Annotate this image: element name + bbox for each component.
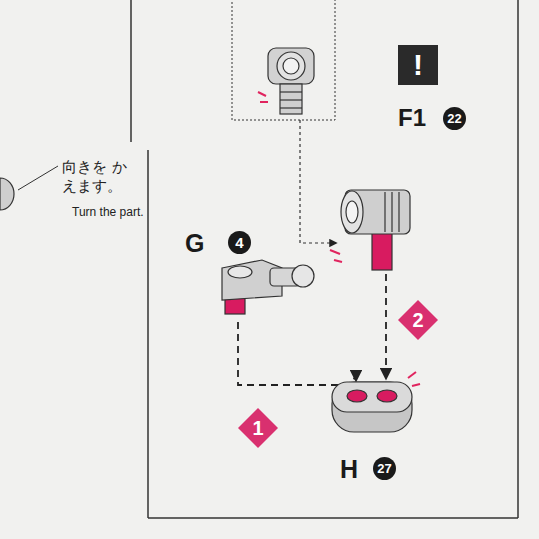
part-name: G bbox=[185, 229, 204, 258]
callout-number: 4 bbox=[228, 231, 251, 254]
part-h bbox=[332, 382, 412, 432]
frame bbox=[131, 0, 518, 518]
callout-text: 1 bbox=[252, 418, 263, 438]
callout-number: 22 bbox=[443, 107, 466, 130]
part-g4 bbox=[222, 260, 314, 314]
callout-text: 4 bbox=[235, 235, 243, 250]
callout-text: 27 bbox=[377, 462, 391, 475]
part-name: F1 bbox=[398, 104, 426, 132]
callout-number: 27 bbox=[373, 457, 396, 480]
caution-mark: ! bbox=[398, 45, 438, 85]
note-text: Turn the part. bbox=[72, 206, 144, 220]
step-diamond: 2 bbox=[398, 300, 438, 340]
callout-text: 2 bbox=[412, 310, 423, 330]
callout-text: ! bbox=[413, 50, 423, 80]
part-f1-rotated bbox=[268, 48, 314, 114]
part-name: H bbox=[340, 455, 358, 484]
callout-text: 22 bbox=[447, 112, 461, 125]
part-f1 bbox=[341, 190, 410, 270]
step-diamond: 1 bbox=[238, 408, 278, 448]
note-text: 向きを かえます。 bbox=[62, 158, 140, 196]
